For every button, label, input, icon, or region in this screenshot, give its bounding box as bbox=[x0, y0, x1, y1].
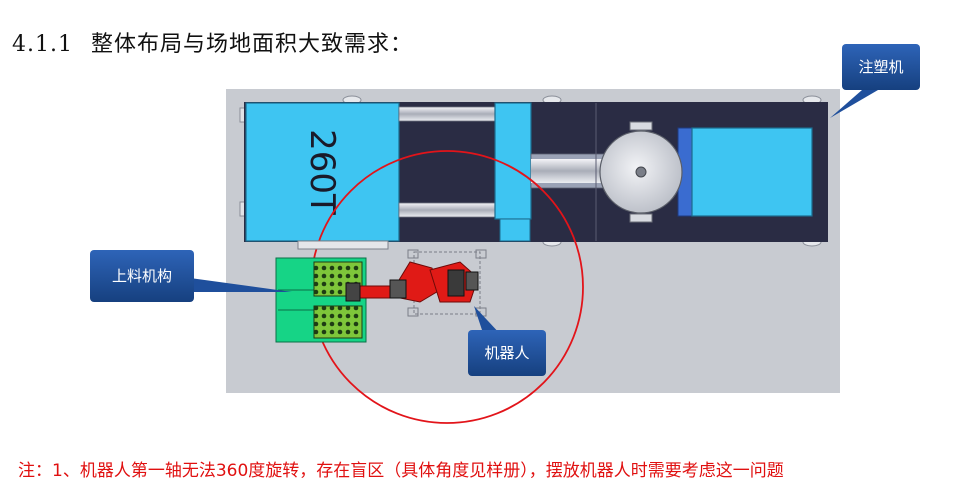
injection-unit bbox=[691, 127, 813, 217]
moving-platen bbox=[494, 102, 532, 220]
section-heading: 4.1.1 整体布局与场地面积大致需求： bbox=[12, 26, 413, 58]
machine-tonnage-label: 260T bbox=[302, 129, 342, 215]
callout-injection-machine: 注塑机 bbox=[830, 44, 920, 118]
section-number: 4.1.1 bbox=[12, 32, 73, 57]
callout-feeding-mechanism: 上料机构 bbox=[90, 250, 292, 302]
callout-robot: 机器人 bbox=[468, 306, 546, 376]
callout-feeding-mechanism-label: 上料机构 bbox=[112, 267, 172, 285]
injection-machine: 260T bbox=[239, 95, 828, 247]
footnote: 注：1、机器人第一轴无法360度旋转，存在盲区（具体角度见样册），摆放机器人时需… bbox=[18, 461, 784, 481]
robot bbox=[345, 249, 487, 317]
feeding-mechanism bbox=[275, 240, 389, 343]
callout-injection-machine-label: 注塑机 bbox=[858, 58, 903, 76]
material-tray-bottom bbox=[313, 305, 363, 339]
callout-robot-label: 机器人 bbox=[484, 344, 529, 362]
section-title: 整体布局与场地面积大致需求： bbox=[90, 32, 413, 57]
